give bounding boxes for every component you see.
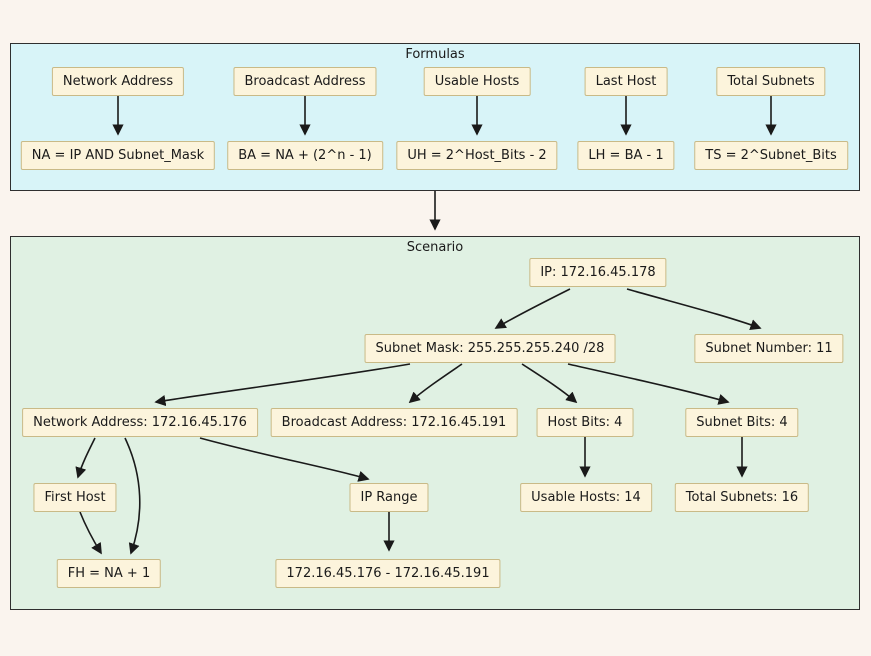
node-subnet-mask: Subnet Mask: 255.255.255.240 /28 xyxy=(364,334,616,363)
node-na-formula: NA = IP AND Subnet_Mask xyxy=(20,141,216,170)
node-lh-formula: LH = BA - 1 xyxy=(577,141,675,170)
scenario-title: Scenario xyxy=(406,240,464,255)
node-broadcast-address: Broadcast Address: 172.16.45.191 xyxy=(270,408,518,437)
node-broadcast-address-label: Broadcast Address xyxy=(233,67,377,96)
node-total-subnets: Total Subnets: 16 xyxy=(674,483,810,512)
node-ts-formula: TS = 2^Subnet_Bits xyxy=(694,141,848,170)
node-fh-formula: FH = NA + 1 xyxy=(56,559,162,588)
node-ip-range: IP Range xyxy=(349,483,429,512)
node-first-host: First Host xyxy=(33,483,117,512)
node-host-bits: Host Bits: 4 xyxy=(536,408,634,437)
node-uh-formula: UH = 2^Host_Bits - 2 xyxy=(396,141,558,170)
node-ip-range-value: 172.16.45.176 - 172.16.45.191 xyxy=(275,559,501,588)
node-usable-hosts: Usable Hosts: 14 xyxy=(520,483,652,512)
node-network-address-label: Network Address xyxy=(51,67,185,96)
node-ip: IP: 172.16.45.178 xyxy=(529,258,667,287)
node-usable-hosts-label: Usable Hosts xyxy=(423,67,531,96)
node-network-address: Network Address: 172.16.45.176 xyxy=(22,408,258,437)
node-total-subnets-label: Total Subnets xyxy=(716,67,826,96)
node-ba-formula: BA = NA + (2^n - 1) xyxy=(227,141,383,170)
node-last-host-label: Last Host xyxy=(584,67,668,96)
node-subnet-bits: Subnet Bits: 4 xyxy=(685,408,799,437)
node-subnet-number: Subnet Number: 11 xyxy=(694,334,844,363)
formulas-title: Formulas xyxy=(405,47,465,62)
